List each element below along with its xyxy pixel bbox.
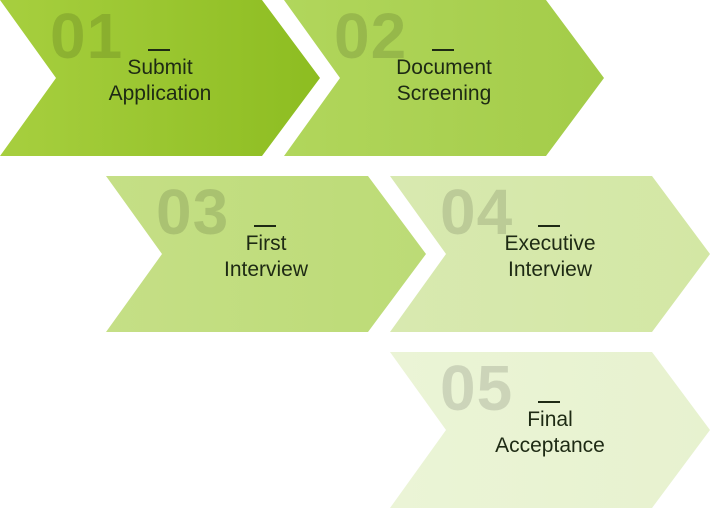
step-4-label-line2: Interview (507, 258, 593, 281)
step-5-number: 05 (440, 352, 514, 424)
step-1: 01 Submit Application (0, 0, 320, 156)
step-1-chevron (0, 0, 320, 156)
step-5-label: Final Acceptance (450, 407, 650, 459)
step-3-chevron (106, 176, 426, 332)
step-2-number: 02 (334, 0, 408, 72)
step-4-label-line1: Executive (504, 232, 596, 255)
step-3-label-line1: First (245, 232, 287, 255)
step-3-label-line2: Interview (223, 258, 309, 281)
step-3-dash (254, 225, 276, 227)
step-1-label: Submit Application (60, 55, 260, 107)
step-4-dash (538, 225, 560, 227)
step-2-label: Document Screening (344, 55, 544, 107)
step-2-dash (432, 49, 454, 51)
step-4-label: Executive Interview (450, 231, 650, 283)
step-3-label: First Interview (166, 231, 366, 283)
step-3: 03 First Interview (106, 176, 426, 332)
step-4-number: 04 (440, 176, 514, 248)
step-2-label-line2: Screening (396, 82, 492, 105)
step-1-dash (148, 49, 170, 51)
step-1-label-line2: Application (108, 82, 212, 105)
step-5-label-line1: Final (527, 408, 573, 431)
step-2-label-line1: Document (396, 56, 492, 79)
step-5-label-line2: Acceptance (495, 434, 605, 457)
step-5-chevron (390, 352, 710, 508)
step-1-number: 01 (50, 0, 124, 72)
step-3-number: 03 (156, 176, 230, 248)
step-5: 05 Final Acceptance (390, 352, 710, 508)
step-5-dash (538, 401, 560, 403)
step-1-label-line1: Submit (127, 56, 193, 79)
step-2: 02 Document Screening (284, 0, 604, 156)
step-4: 04 Executive Interview (390, 176, 710, 332)
step-2-chevron (284, 0, 604, 156)
step-4-chevron (390, 176, 710, 332)
